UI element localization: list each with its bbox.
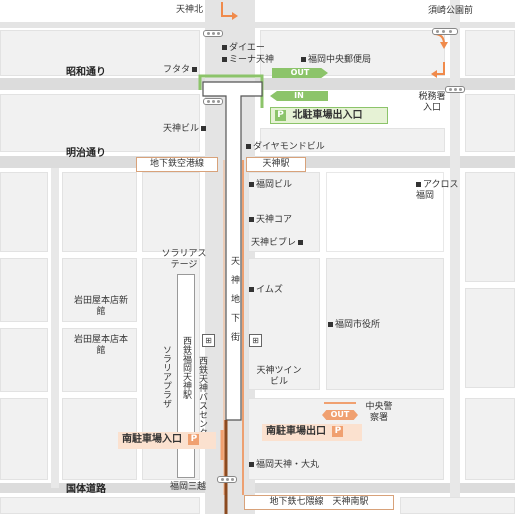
- tenjin-underground-shape: [202, 81, 263, 421]
- landmark-iwataya-shinkan: 岩田屋本店新館: [73, 296, 128, 317]
- arrow-right-2-head: [431, 70, 437, 78]
- signal-icon: [217, 476, 237, 483]
- intersection-suzaki-koen-mae: 須崎公園前: [428, 6, 474, 16]
- landmark-mina-tenjin: ミーナ天神: [222, 55, 274, 66]
- north-parking-label: 北駐車場出入口: [292, 110, 363, 121]
- out-label: OUT: [290, 68, 310, 77]
- block: [62, 328, 137, 392]
- block: [0, 398, 48, 480]
- block: [0, 94, 200, 152]
- road-kokutai: [0, 483, 515, 493]
- nishitetsu-platform: [177, 274, 195, 478]
- block: [326, 258, 444, 390]
- arrow-right-1-head: [440, 42, 448, 49]
- airport-line-sign: 地下鉄空港線: [136, 157, 218, 172]
- underground-mall-label: 天神地下街: [229, 256, 239, 351]
- block: [62, 172, 137, 252]
- parking-p-icon: P: [332, 425, 344, 437]
- nanakuma-line-sign: 地下鉄七隈線 天神南駅: [244, 495, 394, 510]
- landmark-daimaru: 福岡天神・大丸: [249, 460, 319, 471]
- out-arrow-south: OUT: [322, 410, 358, 420]
- bus-stop-icon: ⊞: [202, 334, 215, 347]
- intersection-tenjin-kita: 天神北: [176, 5, 204, 15]
- bus-stop-icon: ⊞: [249, 334, 262, 347]
- signal-icon: [445, 86, 465, 93]
- landmark-daiei: ダイエー: [222, 43, 265, 54]
- landmark-solaria-stage: ソラリアステージ: [161, 249, 207, 270]
- landmark-tenjin-vivre: 天神ビブレ: [251, 238, 305, 249]
- landmark-chuo-police: 中央警察署: [365, 402, 393, 423]
- block: [142, 172, 200, 252]
- south-exit-sign: 南駐車場出口 P: [262, 424, 362, 441]
- block: [248, 172, 320, 252]
- landmark-post-office: 福岡中央郵便局: [301, 55, 371, 66]
- block: [465, 30, 515, 76]
- signal-icon: [203, 98, 223, 105]
- block: [62, 258, 137, 322]
- road-label-showa: 昭和通り: [66, 67, 106, 78]
- block: [465, 288, 515, 388]
- road-top: [0, 22, 515, 28]
- landmark-solaria-plaza: ソラリアプラザ: [161, 345, 171, 408]
- block: [326, 172, 444, 252]
- signal-icon: [432, 28, 458, 35]
- south-entrance-label: 南駐車場入口: [122, 434, 182, 445]
- landmark-diamond-building: ダイヤモンドビル: [246, 142, 325, 153]
- intersection-fukuoka-mitsukoshi: 福岡三越: [170, 482, 207, 492]
- block: [0, 258, 48, 322]
- landmark-ims: イムズ: [249, 285, 283, 296]
- block: [0, 328, 48, 392]
- bus-center-label: 西鉄天神バスセンター: [197, 356, 207, 446]
- in-label: IN: [294, 91, 304, 100]
- signal-icon: [203, 30, 223, 37]
- arrow-top-left-head: [232, 12, 238, 20]
- block: [0, 30, 200, 76]
- road-label-kokutai: 国体道路: [66, 484, 106, 495]
- landmark-tenjin-core: 天神コア: [249, 215, 292, 226]
- road-left-vertical: [51, 168, 59, 488]
- arrow-top-left: [221, 2, 232, 17]
- parking-p-icon: P: [275, 109, 286, 121]
- landmark-fukuoka-building: 福岡ビル: [249, 180, 292, 191]
- landmark-tenjin-twin: 天神ツインビル: [256, 366, 302, 387]
- south-exit-label: 南駐車場出口: [266, 426, 326, 437]
- road-label-meiji: 明治通り: [66, 148, 106, 159]
- landmark-tenjin-building: 天神ビル: [163, 124, 208, 135]
- landmark-city-hall: 福岡市役所: [328, 320, 380, 331]
- arrow-right-2: [436, 62, 445, 75]
- in-arrow-north: IN: [270, 91, 328, 101]
- out-arrow-south-line: [324, 402, 356, 404]
- block: [248, 258, 320, 390]
- landmark-acros: アクロス福岡: [416, 180, 459, 201]
- block: [0, 172, 48, 252]
- south-entrance-sign: 南駐車場入口 P: [118, 432, 216, 449]
- out-arrow-north: OUT: [272, 68, 328, 78]
- nishitetsu-station-label: 西鉄福岡天神駅: [181, 336, 191, 399]
- landmark-futata: フタタ: [163, 65, 199, 76]
- tenjin-station-sign: 天神駅: [246, 157, 306, 172]
- north-parking-sign: P 北駐車場出入口: [270, 107, 388, 124]
- block: [260, 128, 445, 152]
- landmark-iwataya-honkan: 岩田屋本店本館: [73, 335, 128, 356]
- block: [465, 94, 515, 152]
- parking-p-icon: P: [188, 433, 200, 445]
- out-label-south: OUT: [330, 410, 350, 419]
- landmark-tax-office: 税務署入口: [418, 92, 446, 113]
- road-east-vertical: [450, 0, 460, 514]
